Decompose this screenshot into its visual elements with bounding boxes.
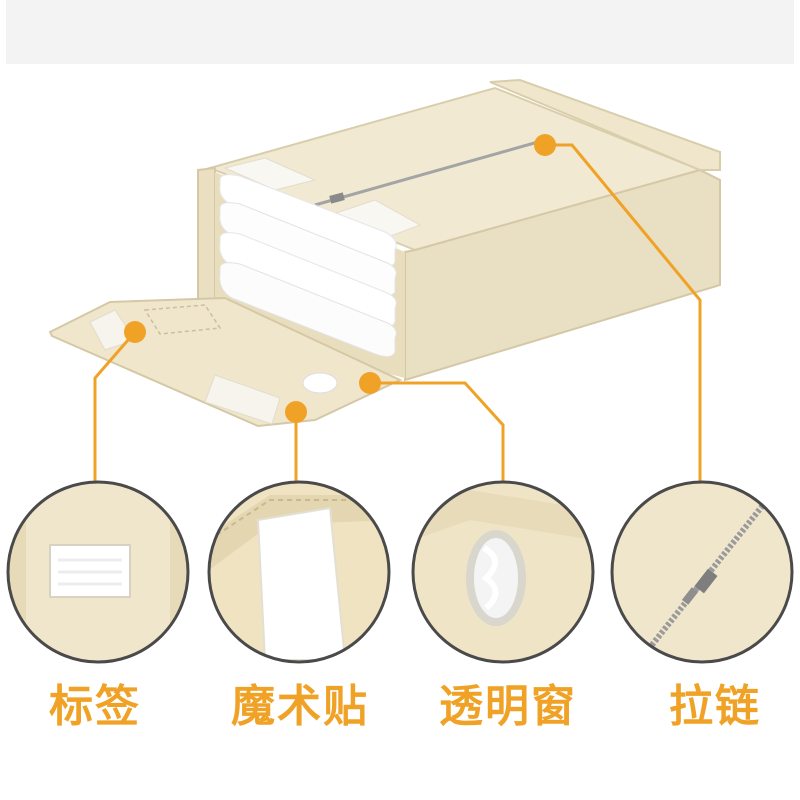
label-tag: 标签: [49, 681, 141, 732]
label-holder: [143, 304, 222, 335]
zipper-line: [314, 138, 546, 207]
callout-dot-window: [359, 372, 381, 394]
detail-circle-velcro: [207, 480, 391, 664]
callout-dots: [124, 134, 556, 423]
detail-circle-zipper: [610, 480, 794, 664]
zipper-pull: [329, 192, 345, 204]
label-zipper: 拉链: [669, 681, 761, 732]
folded-sheets: [219, 174, 397, 358]
callout-dot-velcro: [285, 401, 307, 423]
detail-circle-tag: [6, 480, 190, 664]
top-band: [6, 0, 794, 64]
storage-box: [48, 78, 721, 428]
clear-window: [302, 372, 338, 394]
callout-dot-zipper: [534, 134, 556, 156]
label-velcro: 魔术贴: [231, 681, 369, 732]
callout-lines: [93, 143, 702, 482]
detail-circle-window: [411, 480, 595, 664]
label-window: 透明窗: [439, 681, 577, 732]
callout-dot-tag: [124, 321, 146, 343]
